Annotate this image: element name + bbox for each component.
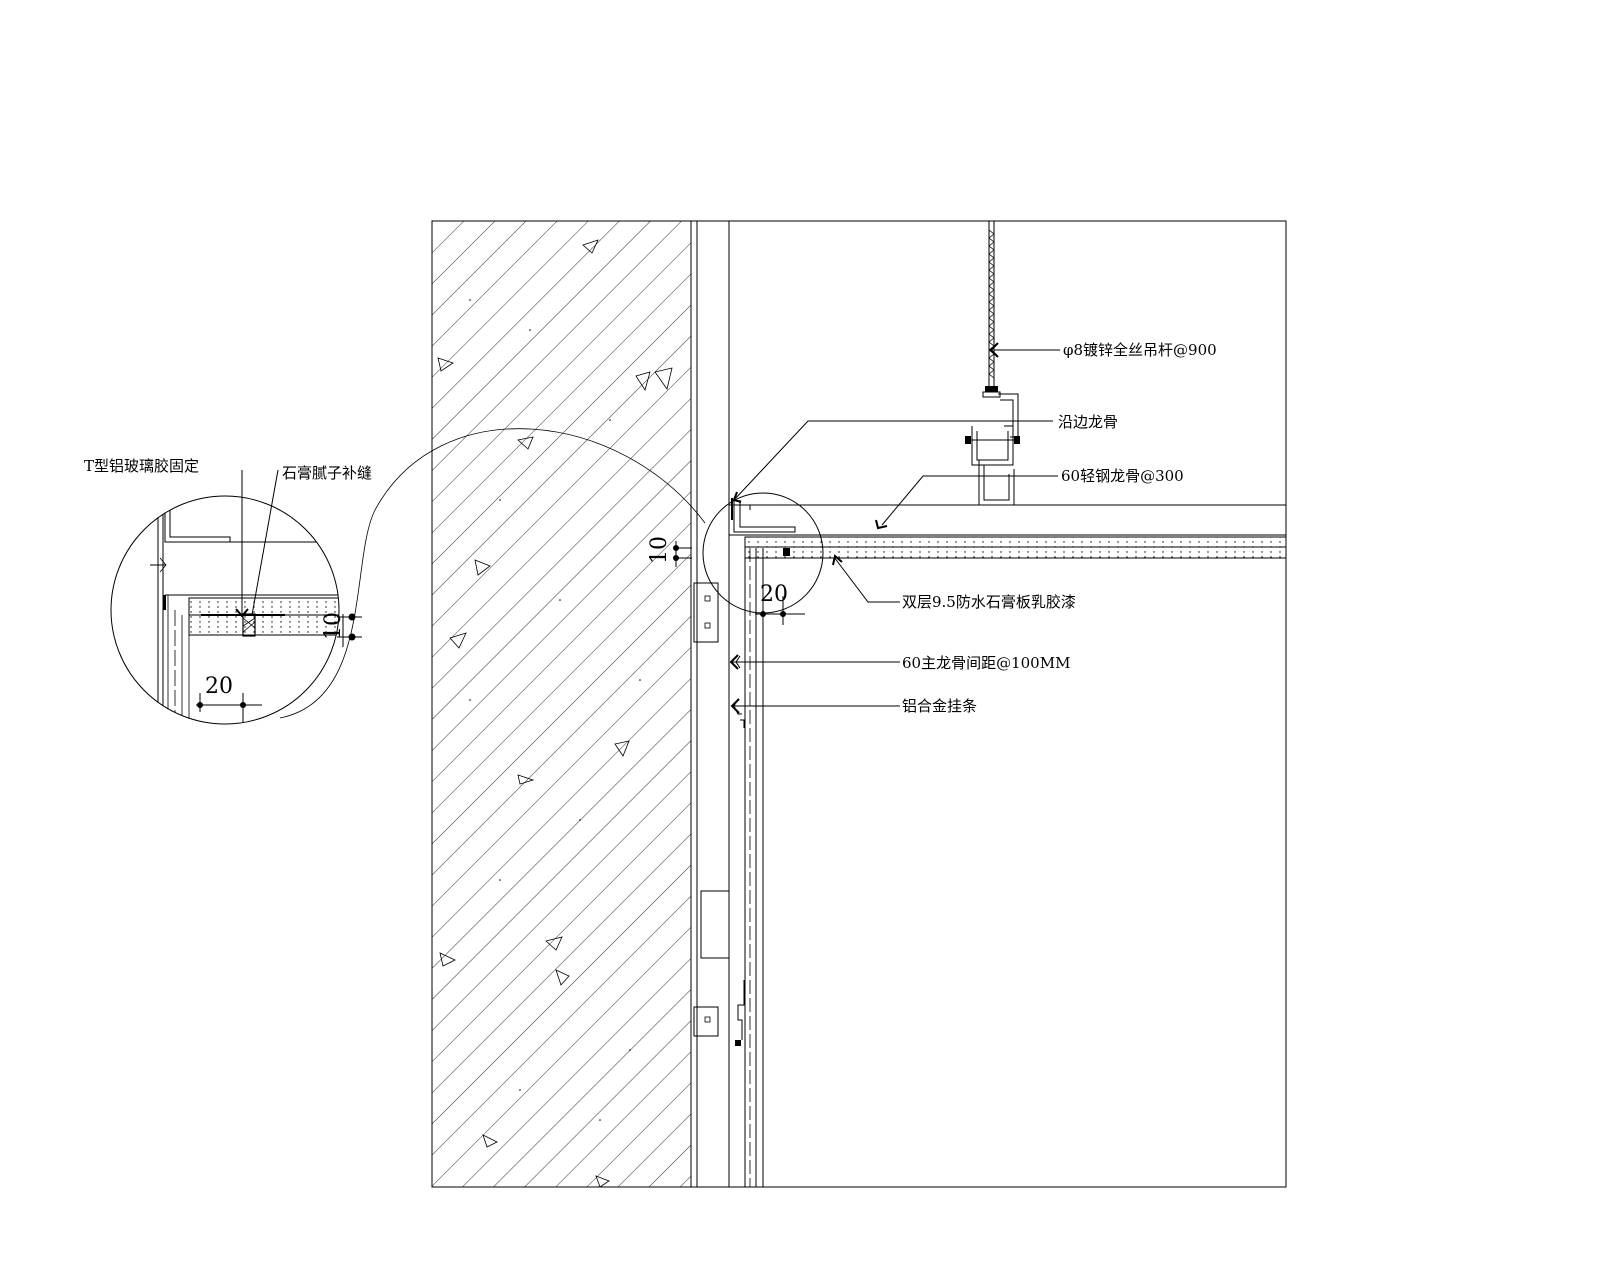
wall-bracket-top [693, 582, 719, 643]
label-aluminum-hanger: 铝合金挂条 [902, 697, 977, 715]
aggregate-triangles [437, 239, 673, 1188]
label-edge-keel: 沿边龙骨 [1058, 413, 1118, 431]
label-light-steel-keel: 60轻钢龙骨@300 [1061, 467, 1184, 485]
enlarged-detail: 10 20 [110, 469, 362, 725]
dim-10-main: 10 [647, 536, 672, 564]
annotation-labels: φ8镀锌全丝吊杆@900 沿边龙骨 60轻钢龙骨@300 双层9.5防水石膏板乳… [84, 341, 1217, 715]
aggregate-dots [469, 299, 641, 1121]
wall-finish-layers [693, 221, 764, 1187]
label-gypsum-board: 双层9.5防水石膏板乳胶漆 [902, 593, 1076, 611]
label-hanger-rod: φ8镀锌全丝吊杆@900 [1063, 341, 1217, 359]
ceiling-system [729, 498, 1287, 559]
dim-10-detail: 10 [321, 612, 346, 640]
leader-lines [729, 342, 1060, 714]
main-dimensions: 10 20 [647, 536, 805, 625]
label-t-aluminum: T型铝玻璃胶固定 [84, 457, 199, 475]
concrete-wall [431, 220, 692, 1188]
label-putty: 石膏腻子补缝 [282, 464, 372, 482]
hanger-rod [965, 221, 1020, 506]
label-main-keel: 60主龙骨间距@100MM [902, 654, 1070, 672]
dim-20-detail: 20 [205, 674, 233, 699]
wall-bracket-bottom [693, 1006, 719, 1037]
wall-spacer-block [700, 890, 730, 959]
dim-20-main: 20 [760, 582, 788, 607]
